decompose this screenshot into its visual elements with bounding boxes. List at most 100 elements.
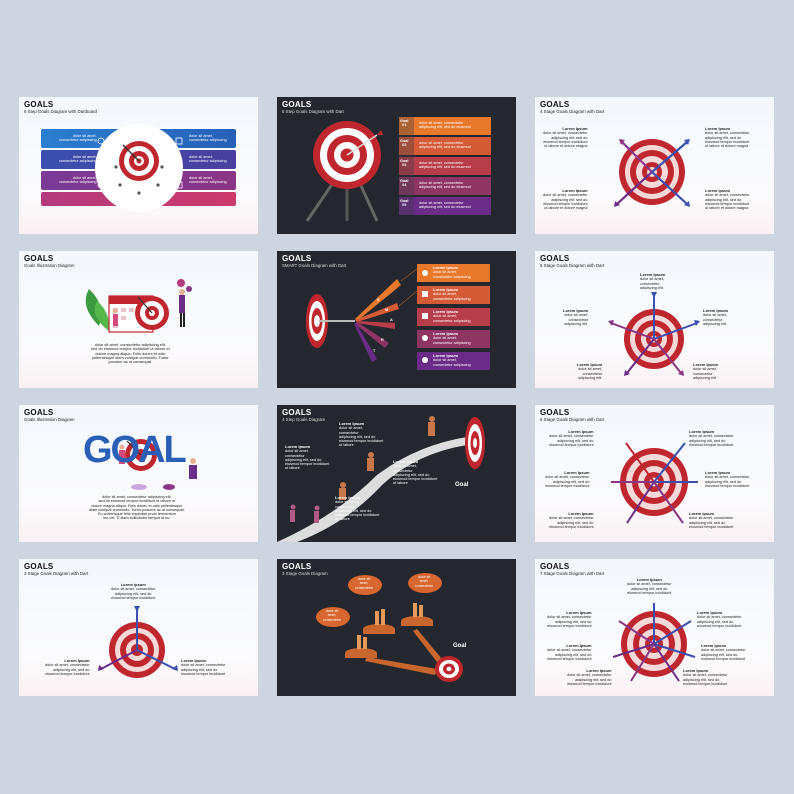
step-text: dolor sit amet, consectetur adipiscing e… (419, 181, 471, 190)
slide-title: GOALS (24, 408, 54, 417)
bar-chart-icon (422, 291, 428, 297)
smart-dart-diagram (306, 264, 490, 370)
slide-subtitle: 6 Step Goals Diagram with Dartboard (24, 109, 97, 114)
slide-title: GOALS (282, 562, 312, 571)
slide-thumbnail-4-step-path[interactable]: GOALS 4 Step Goals Diagram Goal Lorem Ip… (277, 405, 516, 542)
slide-subtitle: 6 Stage Goals Diagram with Dart (540, 417, 605, 422)
rising-path-illustration (277, 416, 485, 542)
slide-subtitle: 3 Stage Goals Diagram with Dart (24, 571, 89, 576)
star-icon (422, 270, 428, 276)
step-text: dolor sit amet, consectetur adipiscing (189, 134, 227, 143)
slide-title: GOALS (24, 562, 54, 571)
smart-letter: R (381, 338, 384, 342)
bubble-text: dolor sit amet, consectetur (415, 575, 434, 588)
slide-thumbnail-7-stage-dart[interactable]: GOALS 7 Stage Goals Diagram with Dart Lo… (535, 559, 774, 696)
slide-title: GOALS (540, 408, 570, 417)
slide-title: GOALS (282, 408, 312, 417)
smart-letter: S (377, 298, 380, 302)
slide-thumbnail-goals-illustration[interactable]: GOALS Goals Illustration Diagram dolor s… (19, 251, 258, 388)
smart-letter: A (390, 318, 393, 322)
step-text: dolor sit amet, consectetur adipiscing e… (419, 201, 471, 210)
smart-letter: T (373, 349, 376, 353)
slide-thumbnail-5-stage-dart[interactable]: GOALS 5 Stage Goals Diagram with Dart Lo… (535, 251, 774, 388)
slide-thumbnail-6-step-dartboard[interactable]: GOALS 6 Step Goals Diagram with Dartboar… (19, 97, 258, 234)
slide-thumbnail-smart-goals[interactable]: GOALS SMART Goals Diagram with Dart S M … (277, 251, 516, 388)
dartboard-diagram (41, 124, 236, 212)
checklist-icon (422, 313, 428, 319)
slide-thumbnail-3-stage-platforms[interactable]: GOALS 3 Stage Goals Diagram Goal dolor s… (277, 559, 516, 696)
dart-target-diagram (611, 442, 698, 524)
body-text: dolor sit amet, consectetur adipiscing e… (89, 495, 185, 521)
goal-label: Goal (453, 643, 467, 649)
step-label: Goal 05 (400, 199, 409, 208)
smart-letter: M (385, 308, 389, 312)
step-text: dolor sit amet, consectetur adipiscing e… (419, 141, 471, 150)
goal-label: Goal (455, 482, 469, 488)
goal-word: GOAL (83, 429, 187, 471)
slide-subtitle: 4 Step Goals Diagram (282, 417, 326, 422)
step-label: Goal 02 (400, 139, 409, 148)
slide-thumbnail-6-stage-dart[interactable]: GOALS 6 Stage Goals Diagram with Dart Lo… (535, 405, 774, 542)
dart-target-diagram (608, 292, 700, 376)
slide-thumbnail-3-stage-dart[interactable]: GOALS 3 Stage Goals Diagram with Dart Lo… (19, 559, 258, 696)
slide-subtitle: Goals Illustration Diagram (24, 263, 75, 268)
step-text: dolor sit amet, consectetur adipiscing (59, 155, 97, 164)
step-label: Goal 03 (400, 159, 409, 168)
stage-heading: Lorem Ipsum (705, 188, 731, 193)
dart-target-diagram (614, 139, 690, 207)
goal-steps-list (399, 117, 491, 215)
stage-heading: Lorem Ipsum (705, 126, 731, 131)
slide-title: GOALS (24, 254, 54, 263)
slide-title: GOALS (282, 100, 312, 109)
goal-word-illustration (119, 439, 197, 490)
stage-heading: Lorem Ipsum (562, 126, 588, 131)
body-text: dolor sit amet, consectetur adipiscing e… (91, 342, 170, 365)
slide-subtitle: 5 Step Goals Diagram with Dart (282, 109, 344, 114)
bubble-text: dolor sit amet, consectetur (323, 609, 342, 622)
step-text: dolor sit amet, consectetur adipiscing (59, 134, 97, 143)
slide-title: GOALS (282, 254, 312, 263)
dart-target-diagram (612, 603, 696, 682)
step-text: dolor sit amet, consectetur adipiscing e… (419, 161, 471, 170)
lightbulb-icon (422, 335, 428, 341)
slide-thumbnail-4-stage-dart[interactable]: GOALS 4 Stage Goals Diagram with Dart Lo… (535, 97, 774, 234)
step-label: Goal 04 (400, 179, 409, 188)
slide-subtitle: Goals Illustration Diagram (24, 417, 75, 422)
slide-title: GOALS (540, 100, 570, 109)
step-text: dolor sit amet, consectetur adipiscing (189, 155, 227, 164)
slide-thumbnail-goal-word[interactable]: GOALS Goals Illustration Diagram GOAL do… (19, 405, 258, 542)
dart-target-diagram (98, 606, 178, 678)
easel-target-illustration (305, 121, 383, 222)
slide-thumbnail-5-step-dart[interactable]: GOALS 5 Step Goals Diagram with Dart Goa… (277, 97, 516, 234)
step-label: Goal 01 (400, 119, 409, 128)
calendar-target-illustration (85, 279, 192, 333)
step-text: dolor sit amet, consectetur adipiscing e… (419, 121, 471, 130)
